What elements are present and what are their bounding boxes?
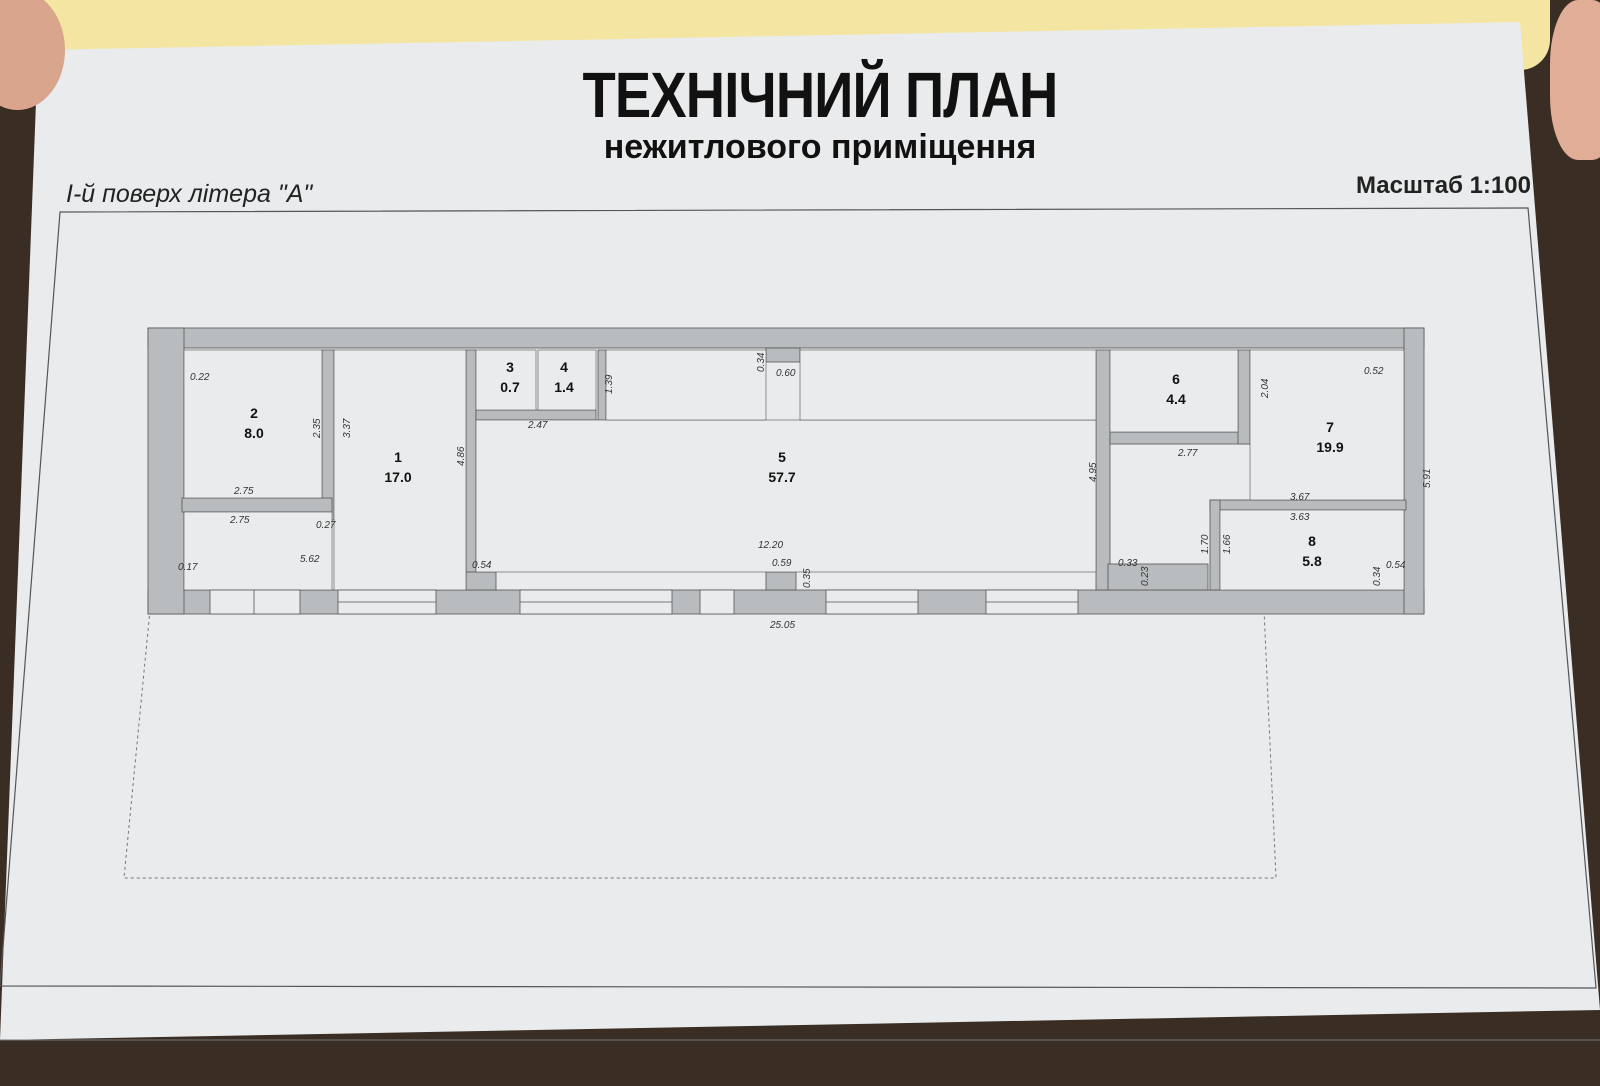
dim-label: 5.62 — [300, 554, 320, 565]
hand-right — [1550, 0, 1600, 160]
room-5-area: 57.7 — [768, 469, 795, 485]
dim-label: 0.33 — [1118, 558, 1138, 569]
dim-label: 0.59 — [772, 558, 792, 569]
page-title: ТЕХНІЧНИЙ ПЛАН — [582, 59, 1059, 131]
room-7-area: 19.9 — [1316, 439, 1343, 455]
dim-label: 3.37 — [342, 418, 353, 438]
dim-label: 0.22 — [190, 372, 210, 383]
room-4-number: 4 — [560, 359, 568, 375]
dim-label: 2.04 — [1260, 378, 1271, 399]
room-8-number: 8 — [1308, 533, 1316, 549]
dim-label: 2.47 — [527, 420, 548, 431]
room-2-number: 2 — [250, 405, 258, 421]
dim-label: 0.52 — [1364, 366, 1384, 377]
room-3-area: 0.7 — [500, 379, 520, 395]
dim-label: 12.20 — [758, 540, 783, 551]
room-1-area: 17.0 — [384, 469, 411, 485]
dim-label: 5.91 — [1422, 469, 1433, 488]
dim-label: 1.39 — [604, 374, 615, 394]
room-7-number: 7 — [1326, 419, 1334, 435]
room-4-area: 1.4 — [554, 379, 574, 395]
dim-label: 0.23 — [1140, 566, 1151, 586]
floor-label: І-й поверх літера "А" — [66, 180, 313, 208]
room-5-number: 5 — [778, 449, 786, 465]
room-3-number: 3 — [506, 359, 514, 375]
dim-label: 4.95 — [1088, 462, 1099, 482]
page-subtitle: нежитлового приміщення — [603, 128, 1037, 166]
dim-label: 3.63 — [1290, 512, 1310, 523]
room-8-area: 5.8 — [1302, 553, 1322, 569]
room-6-number: 6 — [1172, 371, 1180, 387]
dim-label: 2.77 — [1177, 448, 1198, 459]
dim-label: 0.54 — [1386, 560, 1406, 571]
dim-label: 3.67 — [1290, 492, 1310, 503]
dim-label: 2.75 — [233, 486, 254, 497]
dimension-labels: 0.22 2.35 3.37 2.75 2.75 0.27 0.17 5.62 … — [178, 352, 1433, 631]
dim-label: 0.17 — [178, 562, 198, 573]
dim-label: 2.75 — [229, 515, 250, 526]
dim-label: 1.70 — [1200, 534, 1211, 554]
scale-label: Масштаб 1:100 — [1356, 172, 1531, 199]
dim-label: 25.05 — [769, 620, 795, 631]
dim-label: 2.35 — [312, 418, 323, 439]
dim-label: 0.27 — [316, 520, 336, 531]
room-labels: 1 17.0 2 8.0 3 0.7 4 1.4 5 57.7 6 4.4 7 … — [244, 359, 1344, 569]
room-1-number: 1 — [394, 449, 402, 465]
dim-label: 1.66 — [1222, 534, 1233, 554]
dim-label: 0.54 — [472, 560, 492, 571]
dim-label: 0.35 — [802, 568, 813, 588]
room-6-area: 4.4 — [1166, 391, 1186, 407]
room-2-area: 8.0 — [244, 425, 264, 441]
dim-label: 4.86 — [456, 446, 467, 466]
dim-label: 0.34 — [756, 352, 767, 372]
dim-label: 0.60 — [776, 368, 796, 379]
dim-label: 0.34 — [1372, 566, 1383, 586]
